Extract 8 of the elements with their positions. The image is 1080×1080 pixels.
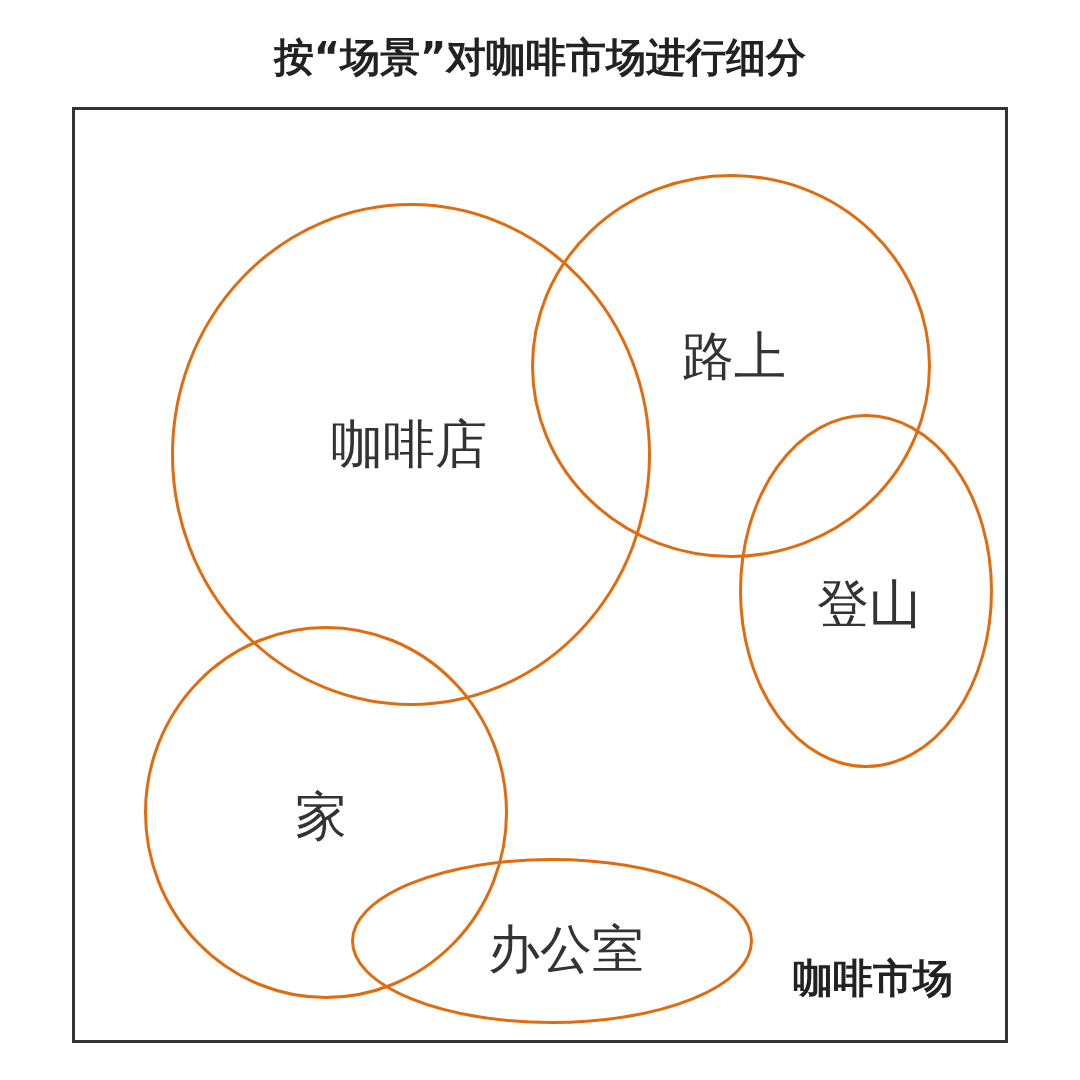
- scenario-label: 咖啡店: [331, 418, 487, 470]
- scenario-label: 路上: [682, 330, 786, 382]
- market-heading: 咖啡市场: [793, 958, 953, 998]
- scenario-label: 家: [295, 790, 347, 842]
- diagram-title: 按“场景”对咖啡市场进行细分: [272, 33, 808, 82]
- scenario-label: 办公室: [488, 923, 644, 975]
- scenario-label: 登山: [817, 578, 921, 630]
- market-frame: [72, 107, 1008, 1043]
